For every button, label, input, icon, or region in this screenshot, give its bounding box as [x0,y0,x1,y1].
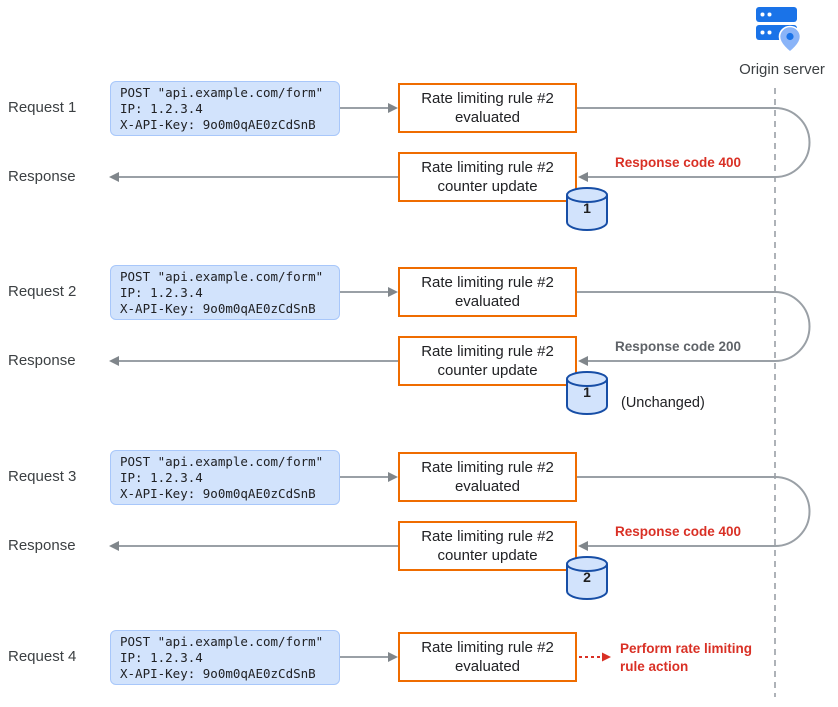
payload-ip-line: IP: 1.2.3.4 [120,284,203,300]
payload-apikey-line: X-API-Key: 9o0m0qAE0zCdSnB [120,665,316,681]
rule-evaluated-box-1: Rate limiting rule #2 evaluated [398,83,577,133]
database-cylinder-icon [566,371,608,415]
request-1-label: Request 1 [8,99,77,116]
rule-evaluated-box-2: Rate limiting rule #2 evaluated [398,267,577,317]
rule-evaluated-box-4: Rate limiting rule #2 evaluated [398,632,577,682]
request-4-payload-box: POST "api.example.com/form" IP: 1.2.3.4 … [110,630,340,685]
origin-turnaround-3 [774,476,811,547]
payload-apikey-line: X-API-Key: 9o0m0qAE0zCdSnB [120,485,316,501]
request-2-payload-box: POST "api.example.com/form" IP: 1.2.3.4 … [110,265,340,320]
database-cylinder-icon [566,187,608,231]
response-code-1: Response code 400 [615,155,742,170]
response-3-arrowhead [109,541,119,551]
origin-turnaround-1 [774,107,811,178]
counter-value-1: 1 [583,200,591,216]
payload-method-line: POST "api.example.com/form" [120,268,324,284]
request-1-payload-box: POST "api.example.com/form" IP: 1.2.3.4 … [110,81,340,136]
counter-value-3: 2 [583,569,591,585]
response-1-arrowhead [109,172,119,182]
database-cylinder-icon [566,556,608,600]
request-1-arrowhead [388,103,398,113]
request-4-arrowhead [388,652,398,662]
origin-server-icon [756,7,802,53]
response-2-arrowhead [109,356,119,366]
payload-method-line: POST "api.example.com/form" [120,453,324,469]
payload-ip-line: IP: 1.2.3.4 [120,469,203,485]
counter-update-box-2: Rate limiting rule #2 counter update [398,336,577,386]
action-arrowhead [602,652,611,662]
response-1-label: Response [8,168,76,185]
payload-ip-line: IP: 1.2.3.4 [120,100,203,116]
request-2-arrowhead [388,287,398,297]
response-code-3: Response code 400 [615,524,742,539]
response-2-mid-arrowhead [578,356,588,366]
response-code-2: Response code 200 [615,339,742,354]
counter-update-box-3: Rate limiting rule #2 counter update [398,521,577,571]
request-4-label: Request 4 [8,648,77,665]
counter-db-3: 2 [565,555,609,601]
counter-note-2: (Unchanged) [621,395,705,411]
response-3-label: Response [8,537,76,554]
rule-evaluated-box-3: Rate limiting rule #2 evaluated [398,452,577,502]
response-1-mid-arrowhead [578,172,588,182]
response-2-label: Response [8,352,76,369]
payload-method-line: POST "api.example.com/form" [120,633,324,649]
counter-db-2: 1 [565,370,609,416]
payload-method-line: POST "api.example.com/form" [120,84,324,100]
request-2-label: Request 2 [8,283,77,300]
origin-turnaround-2 [774,291,811,362]
payload-ip-line: IP: 1.2.3.4 [120,649,203,665]
counter-db-1: 1 [565,186,609,232]
request-3-payload-box: POST "api.example.com/form" IP: 1.2.3.4 … [110,450,340,505]
counter-value-2: 1 [583,384,591,400]
rate-limit-action-label: Perform rate limiting rule action [620,641,753,674]
payload-apikey-line: X-API-Key: 9o0m0qAE0zCdSnB [120,300,316,316]
request-3-label: Request 3 [8,468,77,485]
payload-apikey-line: X-API-Key: 9o0m0qAE0zCdSnB [120,116,316,132]
origin-server-label: Origin server [739,61,825,78]
request-3-arrowhead [388,472,398,482]
response-3-mid-arrowhead [578,541,588,551]
counter-update-box-1: Rate limiting rule #2 counter update [398,152,577,202]
